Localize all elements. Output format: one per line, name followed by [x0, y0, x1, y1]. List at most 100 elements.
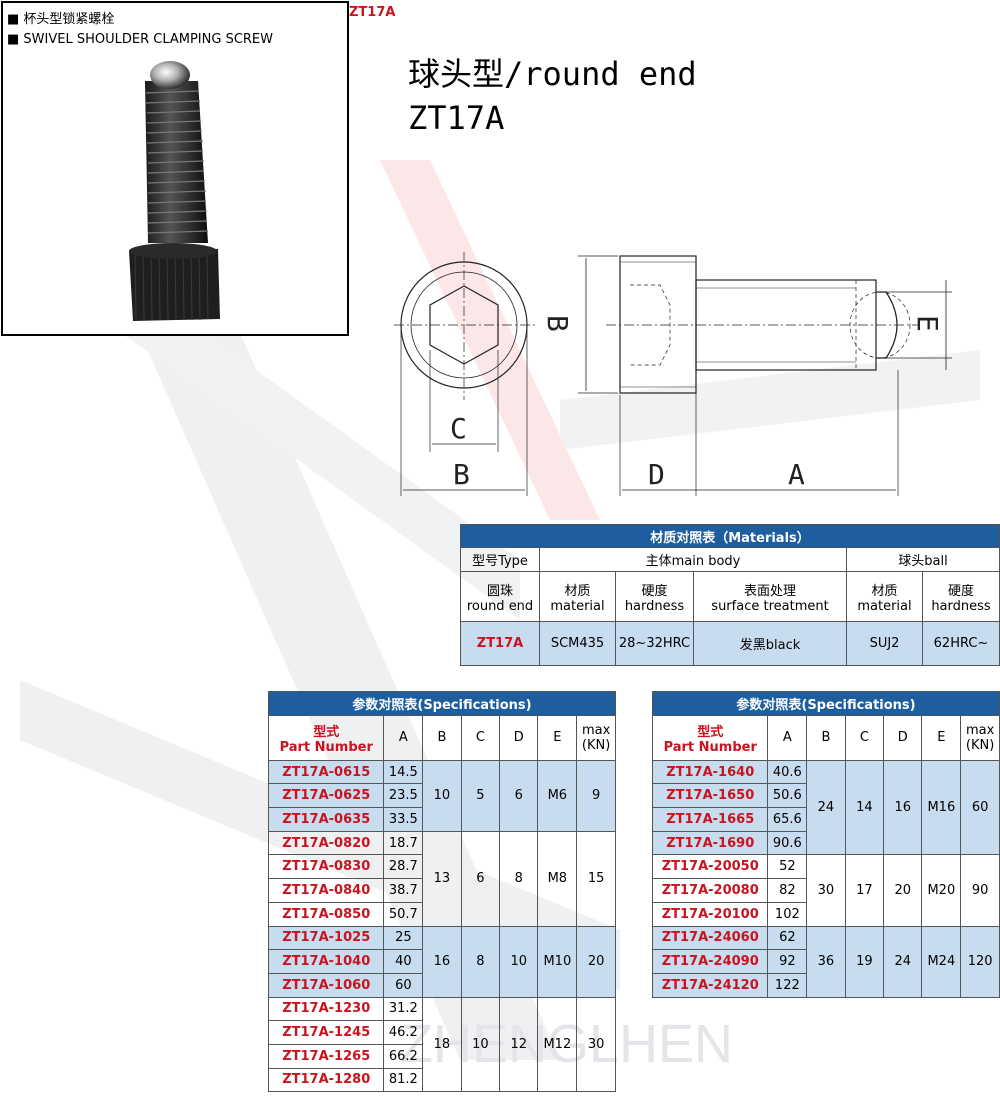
dim-A-cell: 50.7: [383, 901, 424, 927]
part-number-cell: ZT17A-24120: [651, 972, 769, 998]
dim-A-cell: 31.2: [383, 996, 424, 1022]
materials-type-label: 型号Type: [460, 547, 540, 572]
col-head-D: D: [499, 714, 539, 761]
dim-A-cell: 40: [383, 949, 424, 974]
dim-A-cell: 122: [767, 972, 808, 998]
dim-D-cell: 20: [883, 854, 923, 927]
product-label-en: ■ SWIVEL SHOULDER CLAMPING SCREW: [7, 32, 274, 47]
dim-C-cell: 5: [460, 759, 501, 832]
part-number-cell: ZT17A-0820: [267, 830, 385, 856]
dim-D-cell: 16: [883, 759, 923, 856]
part-number-cell: ZT17A-1265: [267, 1043, 385, 1069]
dim-A-cell: 46.2: [383, 1020, 424, 1045]
dim-E-cell: M20: [921, 854, 962, 927]
dim-A-cell: 82: [767, 878, 808, 903]
dim-max-cell: 15: [576, 830, 616, 927]
part-number-cell: ZT17A-24060: [651, 925, 769, 951]
dim-D-label: D: [648, 458, 665, 491]
dim-A-cell: 65.6: [767, 807, 808, 832]
dim-A-cell: 33.5: [383, 807, 424, 832]
part-number-cell: ZT17A-0635: [267, 807, 385, 832]
product-label-cn: ■ 杯头型锁紧螺栓: [7, 12, 115, 27]
dim-B-cell: 18: [422, 996, 462, 1093]
dim-A-cell: 60: [383, 972, 424, 998]
part-number-cell: ZT17A-0615: [267, 759, 385, 785]
dim-E-cell: M24: [921, 925, 962, 998]
dim-C-cell: 6: [460, 830, 501, 927]
materials-row-type: ZT17A: [460, 621, 540, 666]
part-number-cell: ZT17A-0830: [267, 854, 385, 880]
dim-D-cell: 12: [499, 996, 539, 1093]
dim-A-cell: 23.5: [383, 783, 424, 809]
part-number-cell: ZT17A-24090: [651, 949, 769, 974]
materials-row-material: SCM435: [539, 621, 616, 666]
dim-B-cell: 13: [422, 830, 462, 927]
dim-A-cell: 92: [767, 949, 808, 974]
screw-photo: [129, 61, 220, 321]
dim-max-cell: 60: [960, 759, 1000, 856]
materials-row-ball-hardness: 62HRC~: [922, 621, 1000, 666]
part-number-cell: ZT17A-1040: [267, 949, 385, 974]
materials-main-body-label: 主体main body: [539, 547, 847, 572]
col-head-max: max(KN): [576, 714, 616, 761]
part-number-cell: ZT17A-1650: [651, 783, 769, 809]
materials-row-ball-material: SUJ2: [846, 621, 923, 666]
dim-D-cell: 6: [499, 759, 539, 832]
part-number-cell: ZT17A-20080: [651, 878, 769, 903]
part-number-cell: ZT17A-1025: [267, 925, 385, 951]
dim-A-cell: 14.5: [383, 759, 424, 785]
dim-A-cell: 66.2: [383, 1043, 424, 1069]
dim-A-cell: 25: [383, 925, 424, 951]
col-head-A: A: [767, 714, 808, 761]
col-head-B: B: [422, 714, 462, 761]
dim-C-cell: 19: [844, 925, 885, 998]
materials-row-surface: 发黑black: [693, 621, 847, 666]
dim-A-cell: 102: [767, 901, 808, 927]
dim-C-cell: 17: [844, 854, 885, 927]
dim-C-cell: 8: [460, 925, 501, 998]
dim-E-cell: M10: [537, 925, 578, 998]
col-head-A: A: [383, 714, 424, 761]
dim-B-side-label: B: [541, 315, 574, 332]
materials-table: 材质对照表（Materials） 型号Type 主体main body 球头ba…: [460, 524, 1000, 666]
product-photo-box: ■ 杯头型锁紧螺栓 ■ SWIVEL SHOULDER CLAMPING SCR…: [1, 1, 349, 336]
spec-title: 参数对照表(Specifications): [268, 691, 616, 716]
title-line-1: 球头型/round end: [408, 55, 697, 93]
col-head-max: max(KN): [960, 714, 1000, 761]
dim-C-cell: 10: [460, 996, 501, 1093]
col-head-C: C: [460, 714, 501, 761]
col-head-E: E: [921, 714, 962, 761]
dim-B-cell: 16: [422, 925, 462, 998]
part-number-cell: ZT17A-1280: [267, 1067, 385, 1093]
photo-part-code: ZT17A: [349, 5, 396, 20]
page-title: 球头型/round end ZT17A: [408, 52, 697, 140]
dim-A-cell: 52: [767, 854, 808, 880]
dim-max-cell: 20: [576, 925, 616, 998]
title-line-2: ZT17A: [408, 99, 505, 137]
dim-max-cell: 120: [960, 925, 1000, 998]
